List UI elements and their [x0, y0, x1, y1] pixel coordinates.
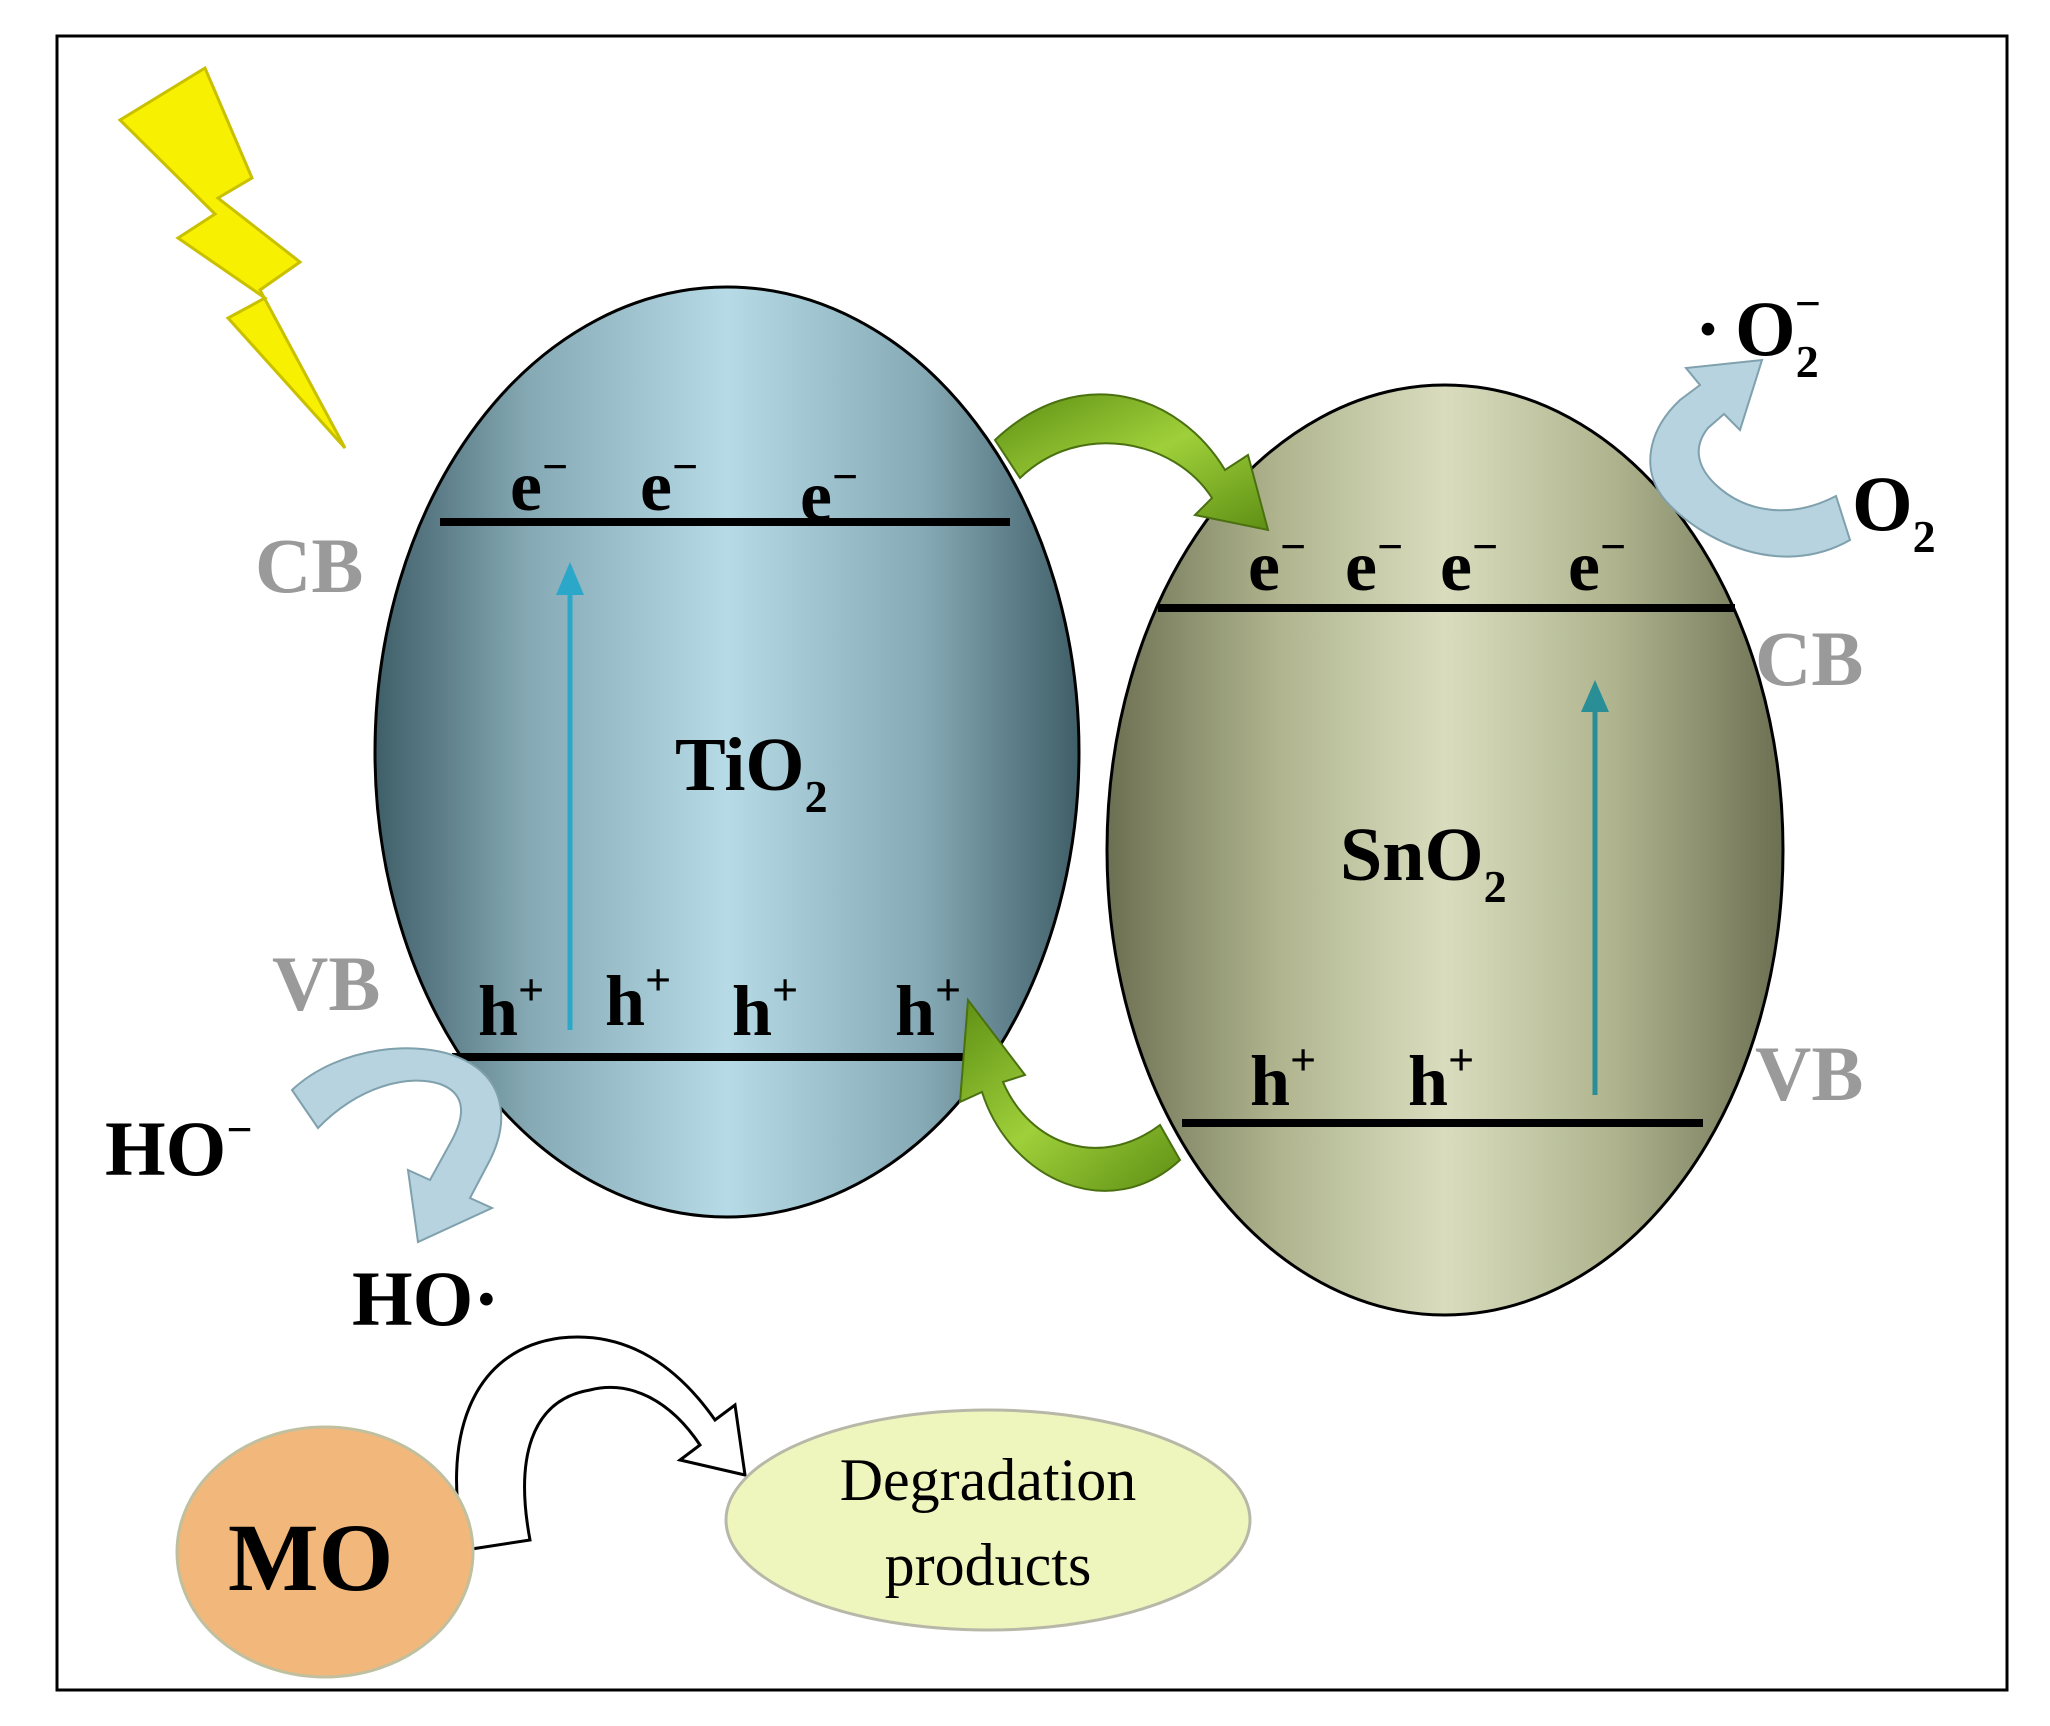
tio2-cb-label: CB — [255, 522, 363, 609]
sno2-electron-2: e− — [1345, 521, 1403, 606]
hydroxyl-formation-arrow — [290, 1047, 503, 1244]
tio2-vb-label: VB — [272, 940, 380, 1027]
tio2-electron-1: e− — [510, 441, 568, 526]
sno2-hole-1: h+ — [1250, 1034, 1316, 1121]
superoxide-label: ·O2− — [1695, 278, 1821, 387]
tio2-excitation-arrowhead — [556, 562, 584, 595]
sno2-particle — [1105, 383, 1785, 1317]
products-line-1: Degradation — [840, 1447, 1137, 1513]
degradation-arrow — [455, 1335, 747, 1552]
products-line-2: products — [885, 1532, 1092, 1598]
tio2-hole-3: h+ — [732, 964, 798, 1051]
mo-pollutant — [175, 1425, 475, 1679]
sno2-excitation-arrowhead — [1581, 680, 1609, 712]
sno2-electron-3: e− — [1440, 521, 1498, 606]
tio2-hole-4: h+ — [895, 964, 961, 1051]
mo-label: MO — [228, 1504, 393, 1611]
hole-transfer-arrow — [958, 997, 1182, 1192]
degradation-products-bubble — [724, 1408, 1252, 1632]
sno2-vb-label: VB — [1755, 1030, 1863, 1117]
sno2-name: SnO2 — [1340, 813, 1507, 912]
tio2-name: TiO2 — [675, 723, 828, 822]
sno2-electron-1: e− — [1248, 521, 1306, 606]
tio2-hole-2: h+ — [605, 954, 671, 1041]
tio2-electron-3: e− — [800, 451, 858, 536]
tio2-hole-1: h+ — [478, 964, 544, 1051]
superoxide-formation-arrow — [1649, 358, 1852, 558]
sno2-electron-4: e− — [1568, 521, 1626, 606]
lightning-icon — [117, 65, 347, 450]
sno2-hole-2: h+ — [1408, 1034, 1474, 1121]
tio2-electron-2: e− — [640, 441, 698, 526]
sno2-cb-label: CB — [1755, 615, 1863, 702]
hydroxyl-radical-label: HO· — [352, 1255, 499, 1342]
electron-transfer-arrow — [993, 393, 1270, 532]
oxygen-label: O2 — [1852, 460, 1936, 562]
hydroxide-label: HO− — [105, 1104, 253, 1192]
